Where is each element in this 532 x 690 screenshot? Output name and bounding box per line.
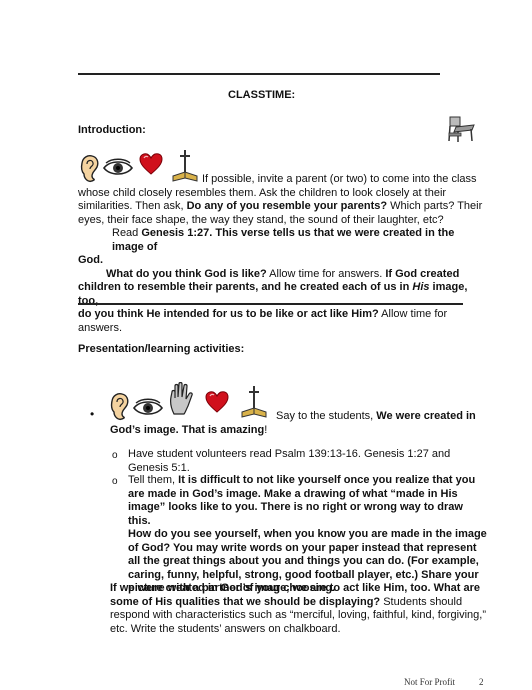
- intro-line-7: What do you think God is like? Allow tim…: [106, 267, 460, 280]
- intro-line-9: do you think He intended for us to be li…: [78, 308, 448, 334]
- intro-line-5: Read Genesis 1:27. This verse tells us t…: [112, 227, 455, 253]
- school-desk-icon: [448, 116, 475, 142]
- page-number: 2: [479, 677, 484, 687]
- footer-label: Not For Profit: [404, 677, 456, 687]
- sub-bullet-1: o: [112, 450, 118, 461]
- eye-icon: [132, 398, 164, 415]
- closing-paragraph: If we were created in God’s image, we ar…: [110, 582, 486, 635]
- ear-icon: [110, 393, 129, 421]
- cross-bible-icon: [241, 386, 267, 418]
- intro-line-3: similarities. Then ask, Do any of you re…: [78, 200, 483, 212]
- eye-icon: [102, 158, 134, 175]
- intro-line-4: eyes, their face shape, the way they sta…: [78, 213, 444, 226]
- heart-icon: [205, 391, 229, 413]
- bullet-line-2: God’s image. That is amazing!: [110, 424, 268, 436]
- sub-item-2: Tell them, It is difficult to not like y…: [128, 474, 487, 594]
- bullet-dot: •: [90, 407, 95, 421]
- section-title: CLASSTIME:: [228, 89, 296, 101]
- top-rule: [78, 73, 440, 75]
- sub-item-1: Have student volunteers read Psalm 139:1…: [128, 448, 451, 474]
- intro-line-8: children to resemble their parents, and …: [78, 281, 468, 307]
- presentation-heading: Presentation/learning activities:: [78, 343, 245, 355]
- hand-icon: [170, 382, 193, 415]
- heart-icon: [139, 153, 163, 175]
- intro-line-1: If possible, invite a parent (or two) to…: [202, 173, 477, 185]
- intro-line-2: whose child closely resembles them. Ask …: [78, 186, 447, 199]
- ear-icon: [80, 155, 99, 183]
- intro-heading: Introduction:: [78, 124, 146, 136]
- bullet-line-1: Say to the students, We were created in: [276, 410, 476, 422]
- sub-bullet-2: o: [112, 476, 118, 487]
- intro-line-6: God.: [78, 254, 104, 266]
- middle-rule: [78, 303, 463, 305]
- intro-paragraph: If possible, invite a parent (or two) to…: [78, 173, 488, 335]
- cross-bible-icon: [172, 150, 198, 182]
